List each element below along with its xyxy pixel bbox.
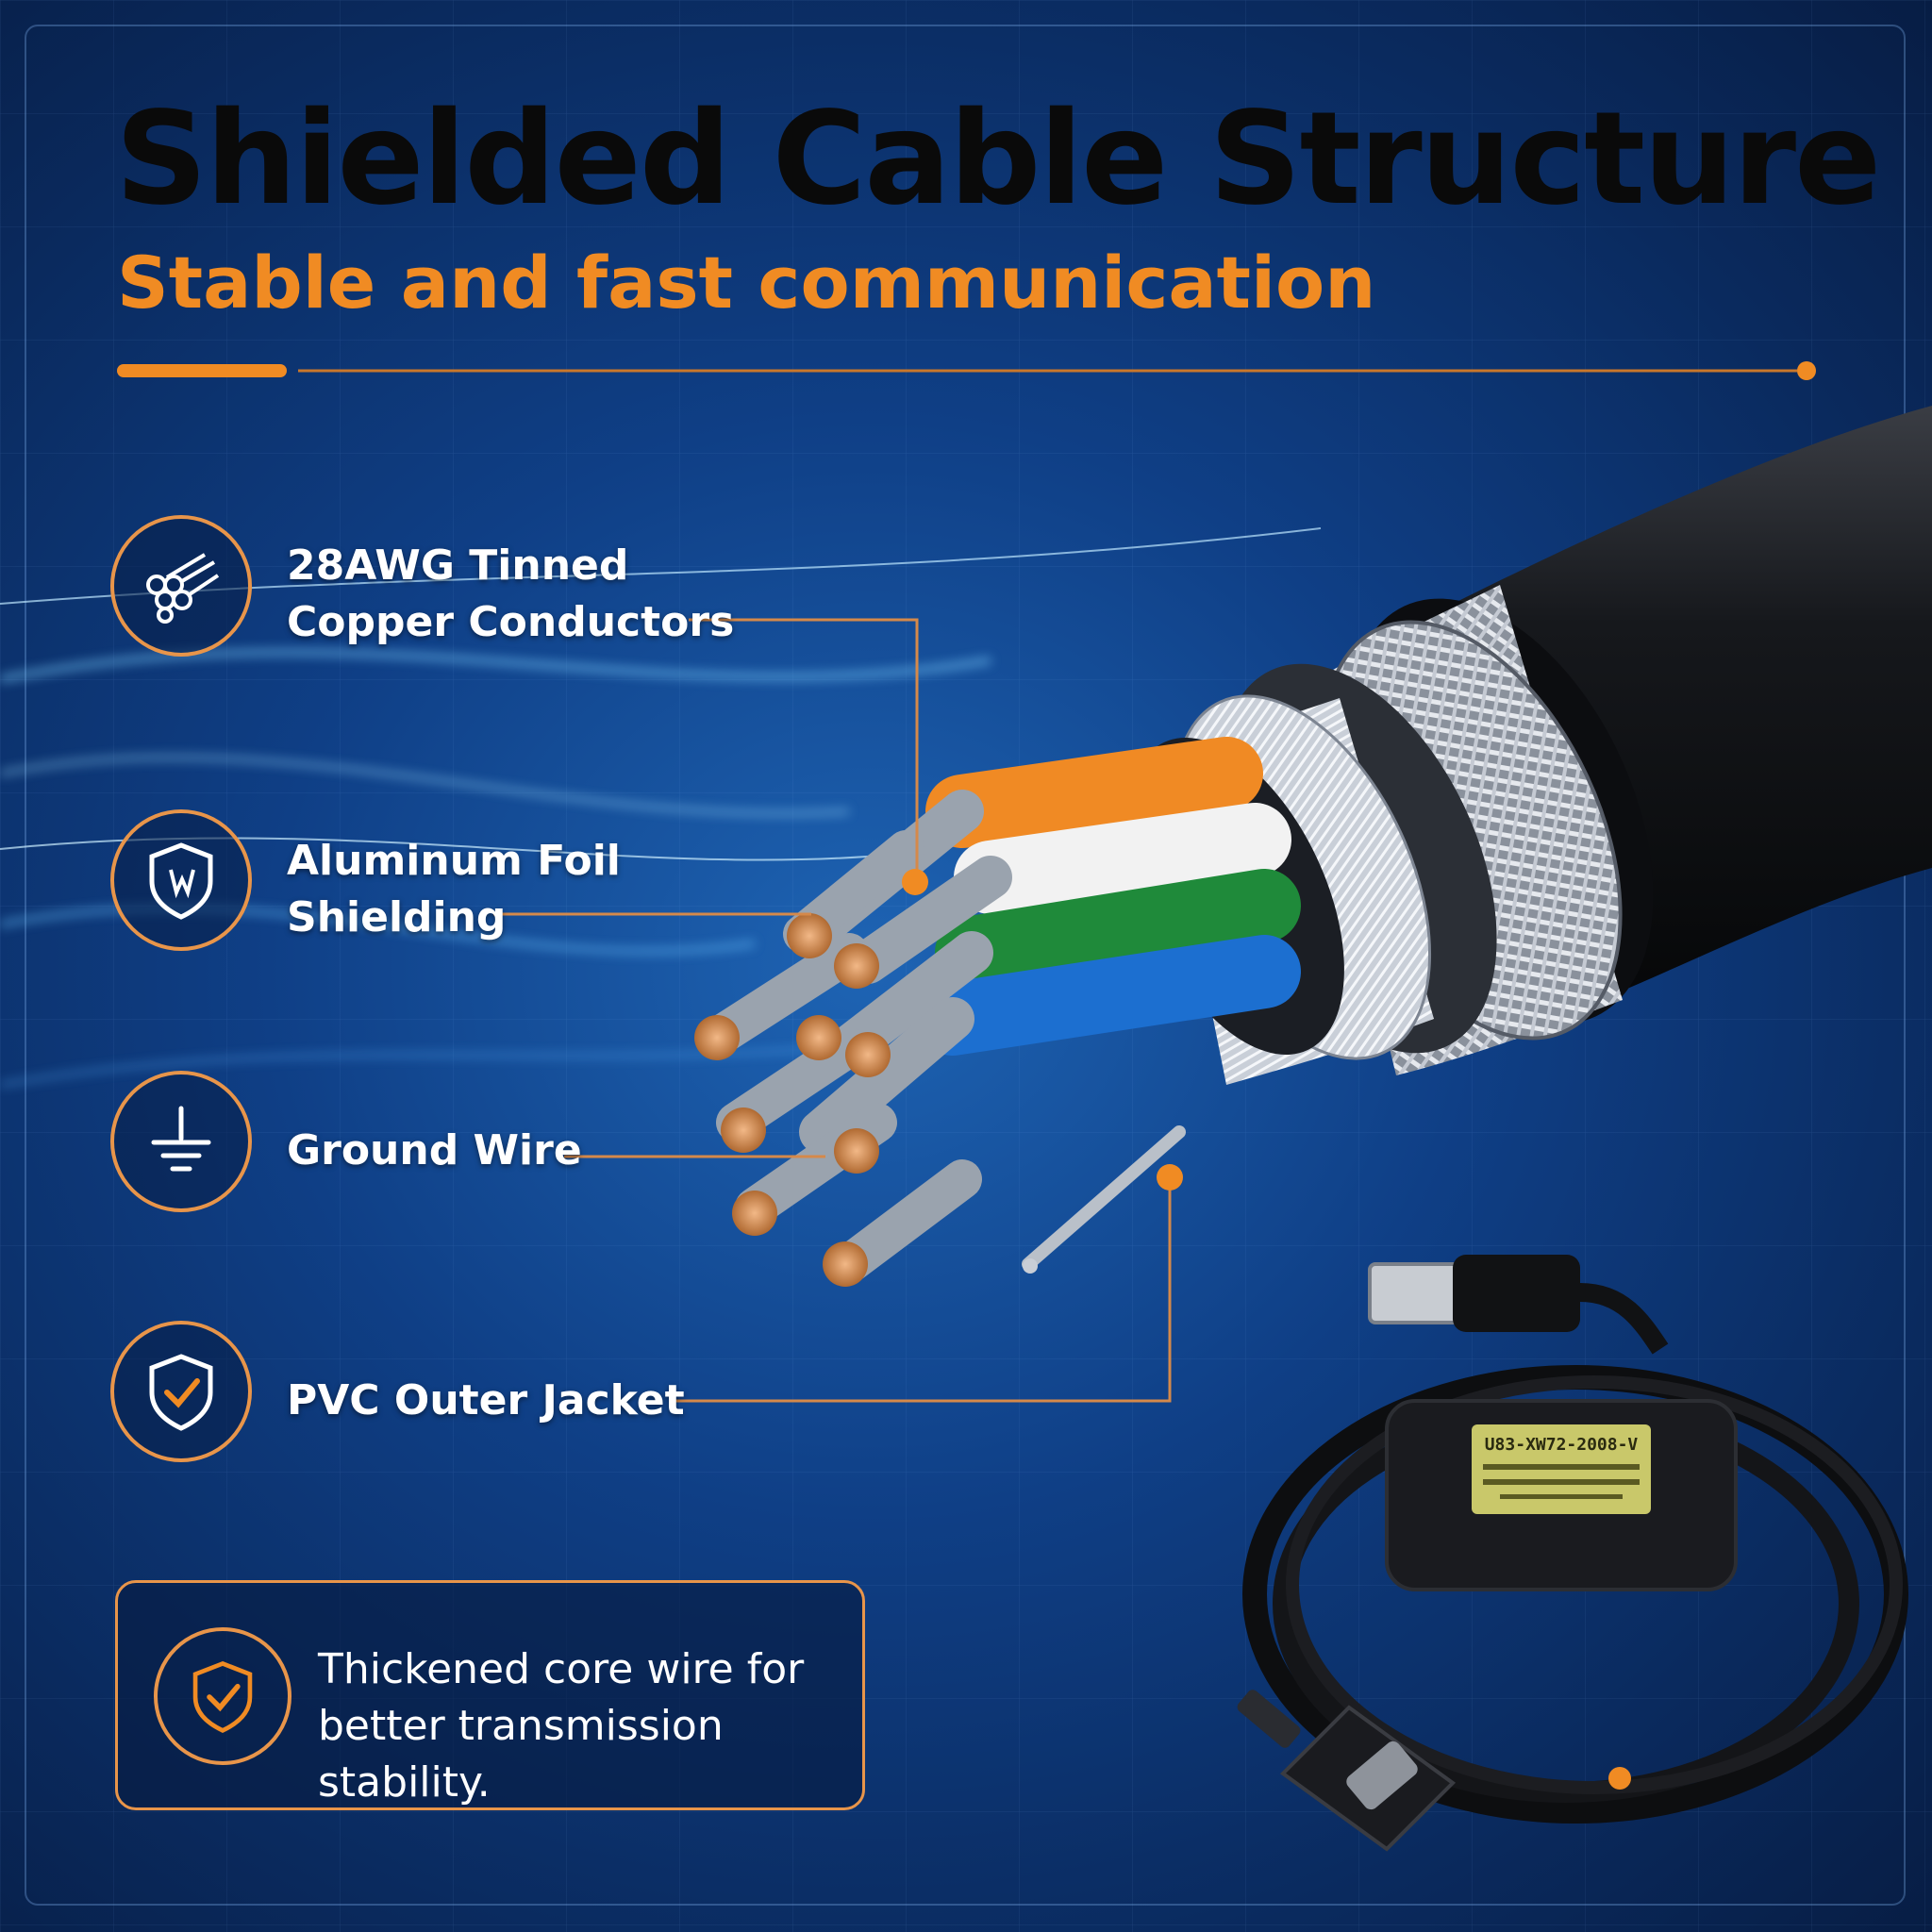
feature-label-line: Shielding	[287, 893, 507, 941]
info-text-line: better transmission stability.	[318, 1702, 724, 1807]
feature-label-line: PVC Outer Jacket	[287, 1376, 685, 1424]
header-divider	[117, 361, 1816, 380]
info-box: Thickened core wire for better transmiss…	[115, 1580, 865, 1810]
insulated-wires	[916, 737, 1301, 1056]
conductor-ends	[694, 913, 1038, 1287]
feature-label-line: Copper Conductors	[287, 598, 735, 646]
feature-label-conductors: 28AWG Tinned Copper Conductors	[287, 538, 734, 651]
ground-icon	[110, 1071, 252, 1212]
usb-adapter-product: U83-XW72-2008-V	[1237, 1255, 1908, 1852]
feature-label-line: Aluminum Foil	[287, 837, 621, 885]
copper-strands-icon	[110, 515, 252, 657]
image-frame	[25, 25, 1906, 1906]
feature-label-foil: Aluminum Foil Shielding	[287, 833, 621, 946]
page-title: Shielded Cable Structure	[115, 85, 1881, 234]
shield-lightning-icon	[110, 809, 252, 951]
feature-label-jacket: PVC Outer Jacket	[287, 1373, 685, 1429]
info-text-line: Thickened core wire for	[318, 1645, 805, 1693]
callout-lines	[493, 618, 1172, 1403]
feature-label-line: 28AWG Tinned	[287, 541, 629, 590]
callout-dots	[902, 869, 1183, 1191]
page-subtitle: Stable and fast communication	[117, 241, 1376, 325]
feature-label-line: Ground Wire	[287, 1126, 582, 1174]
feature-label-ground: Ground Wire	[287, 1123, 582, 1179]
shield-check-icon	[154, 1627, 291, 1765]
shield-check-icon	[110, 1321, 252, 1462]
info-text: Thickened core wire for better transmiss…	[318, 1641, 846, 1811]
adapter-label-model: U83-XW72-2008-V	[1485, 1435, 1639, 1455]
